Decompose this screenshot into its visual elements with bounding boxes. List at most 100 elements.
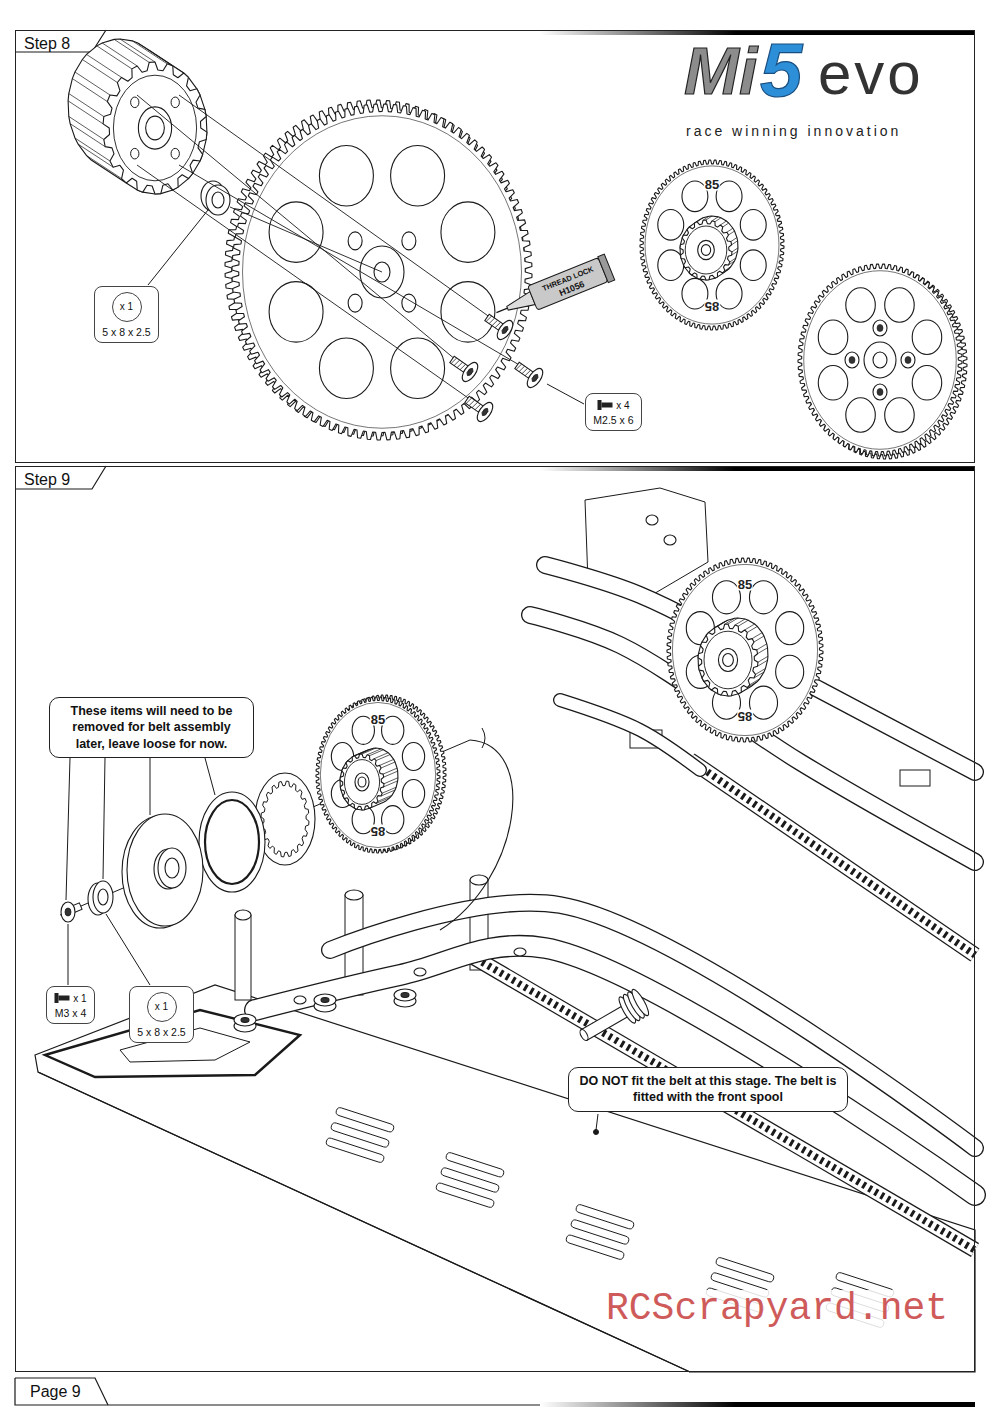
pulley-teeth [103,62,207,194]
guide-line [137,95,456,360]
note-box: These items will need to be removed for … [49,697,254,758]
chassis-bar-edge [530,615,975,862]
callout-row: x 4 [593,399,634,411]
plate-edge [38,1072,690,1372]
footer-line [15,1378,540,1405]
pulley-tooth-ridge [758,648,768,654]
pulley-hole [131,97,139,108]
chassis-bar-face [330,903,975,1148]
pulley-tooth-ridge [747,626,757,632]
pressure-plate [122,814,203,928]
screw [511,356,546,390]
screw [61,902,82,922]
tube-body [528,258,608,311]
leader-line [547,384,584,404]
screw [461,390,496,424]
screw-head [524,366,546,390]
quantity: x 1 [147,992,177,1022]
pulley-tooth-ridge [728,618,738,624]
screw-socket-small [849,357,855,364]
tube-nozzle [505,292,535,315]
pulley-tooth-ridge [723,223,729,227]
pulley-tooth-ridge [715,218,721,222]
post-top [235,910,251,920]
tube-tip [496,308,507,312]
screw-icon [54,992,70,1004]
pulley-tooth-ridge [381,762,395,768]
pulley-tooth-ridge [729,231,735,235]
screw [481,308,516,342]
gear-hole [776,655,804,688]
pulley-hole [171,97,179,108]
pulley-tooth-ridge [376,797,390,803]
gear-teeth [316,697,440,853]
plate-slots [435,1152,504,1209]
step-panel: Step 9These items will need to be remove… [15,466,975,1372]
page-frame [15,30,975,1407]
screw-thread [489,317,495,324]
slipper-pad [199,792,265,892]
deck-hole [514,948,526,956]
pulley-tooth-ridge [380,759,394,765]
gear-tooth-count: 85 [370,713,386,726]
guide-line [137,165,471,400]
gear-teeth [667,558,823,742]
screw-callout: x 1M3 x 4 [46,986,95,1024]
pulley-tooth-ridge [731,238,737,242]
step-tab [15,30,106,52]
gear-hole [402,742,424,770]
spur-gear [225,100,532,440]
belt-edge [690,760,975,955]
quantity: x 4 [616,400,629,411]
plate-slots [325,1107,394,1164]
leader-line [68,924,69,985]
pulley-tooth-ridge [725,267,731,271]
post-top [470,875,488,885]
screw-icon-head [598,400,602,410]
screw-thread [451,357,457,364]
screw-thread [522,367,528,374]
deck-hole [414,968,426,976]
screw-head-small [873,320,887,336]
pulley-bore [146,116,165,140]
deck-hole [294,996,306,1004]
gear-hole [740,250,766,281]
screw-head [459,360,481,384]
gear-hole [885,398,915,433]
gear-hole [885,288,915,323]
screw-socket [466,367,474,377]
pulley-teeth [680,220,732,280]
pulley-tooth-ridge [727,228,733,232]
screw-icon-shaft [602,403,613,408]
belt-teeth [690,760,975,955]
pulley-hole [171,148,179,159]
pulley-flange [685,226,727,274]
hub-hole [348,232,362,250]
screw-socket-small [877,325,883,332]
gear-back-hub [845,320,915,400]
screw-size: M2.5 x 6 [593,414,634,426]
bulkhead-post [235,915,251,1000]
bearing [88,881,113,915]
gear-teeth [640,160,784,330]
pulley-bore [723,654,734,667]
gear-rim [320,702,435,847]
gear-hole [391,338,445,398]
footer-bar [540,1402,975,1407]
pulley-tooth-ridge [384,781,398,787]
screw-head-small [845,352,859,368]
screw-icon [597,399,613,411]
pulley-tooth-ridge [750,679,760,685]
part-size: 5 x 8 x 2.5 [136,1026,187,1038]
gear-hole [818,365,848,400]
screw-socket [531,373,539,383]
leader-line [66,758,70,900]
screw-thread [492,319,498,326]
diff-shaft [574,988,651,1050]
part-callout: x 15 x 8 x 2.5 [94,286,159,343]
pulley-hub [698,240,715,259]
chassis [35,875,975,1372]
note-text: These items will need to be removed for … [56,703,247,752]
pulley-tooth-ridge [697,218,703,222]
